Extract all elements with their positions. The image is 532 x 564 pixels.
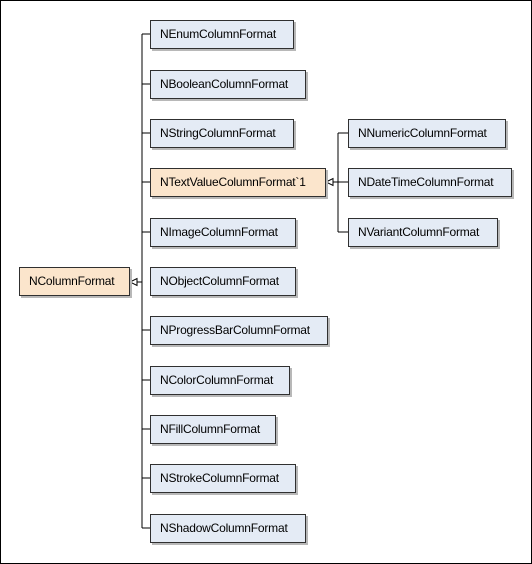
node-nbooleancolumnformat: NBooleanColumnFormat xyxy=(150,70,306,99)
node-ndatetimecolumnformat: NDateTimeColumnFormat xyxy=(348,168,512,197)
node-ncolumnformat: NColumnFormat xyxy=(19,267,130,296)
node-nstrokecolumnformat: NStrokeColumnFormat xyxy=(150,464,296,493)
node-nstringcolumnformat: NStringColumnFormat xyxy=(150,119,294,148)
node-nobjectcolumnformat: NObjectColumnFormat xyxy=(150,267,296,296)
node-nshadowcolumnformat: NShadowColumnFormat xyxy=(150,514,306,543)
inheritance-arrow xyxy=(324,177,334,187)
inheritance-arrow xyxy=(128,277,138,287)
node-nprogressbarcolumnformat: NProgressBarColumnFormat xyxy=(150,316,328,345)
node-nimagecolumnformat: NImageColumnFormat xyxy=(150,218,296,247)
node-ncolorcolumnformat: NColorColumnFormat xyxy=(150,366,290,395)
node-nenumcolumnformat: NEnumColumnFormat xyxy=(150,20,294,49)
node-nnumericcolumnformat: NNumericColumnFormat xyxy=(348,119,506,148)
node-nfillcolumnformat: NFillColumnFormat xyxy=(150,415,276,444)
node-nvariantcolumnformat: NVariantColumnFormat xyxy=(348,218,498,247)
node-ntextvaluecolumnformat: NTextValueColumnFormat`1 xyxy=(150,168,326,197)
